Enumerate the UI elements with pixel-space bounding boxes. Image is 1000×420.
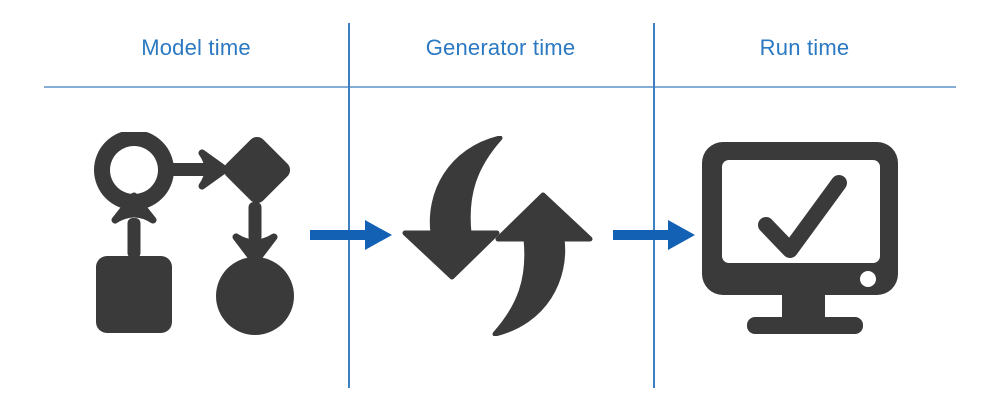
column-divider-line [348, 23, 350, 388]
cycle-up-arrow [492, 192, 593, 336]
flowchart-model-icon [94, 132, 294, 335]
flowchart-up-arrowhead [111, 192, 157, 224]
flowchart-square-node [96, 256, 172, 333]
monitor-neck [782, 295, 825, 319]
cycle-refresh-icon [402, 136, 593, 336]
header-run-time: Run time [759, 35, 850, 60]
flowchart-circle-node [216, 257, 294, 335]
monitor-check-icon [702, 142, 898, 334]
header-generator-time: Generator time [425, 35, 576, 60]
cycle-down-arrow [402, 136, 503, 280]
header-underline [44, 86, 956, 88]
header-model-time: Model time [141, 35, 251, 60]
column-divider-line [653, 23, 655, 388]
monitor-base [747, 317, 863, 334]
flow-arrow-icon [310, 220, 392, 250]
flow-arrow-icon [613, 220, 695, 250]
flowchart-diamond-node [223, 136, 291, 204]
flowchart-down-arrowhead [232, 233, 278, 266]
monitor-power-dot [860, 271, 876, 287]
check-mark [758, 175, 847, 258]
flowchart-right-arrowhead [198, 149, 229, 190]
